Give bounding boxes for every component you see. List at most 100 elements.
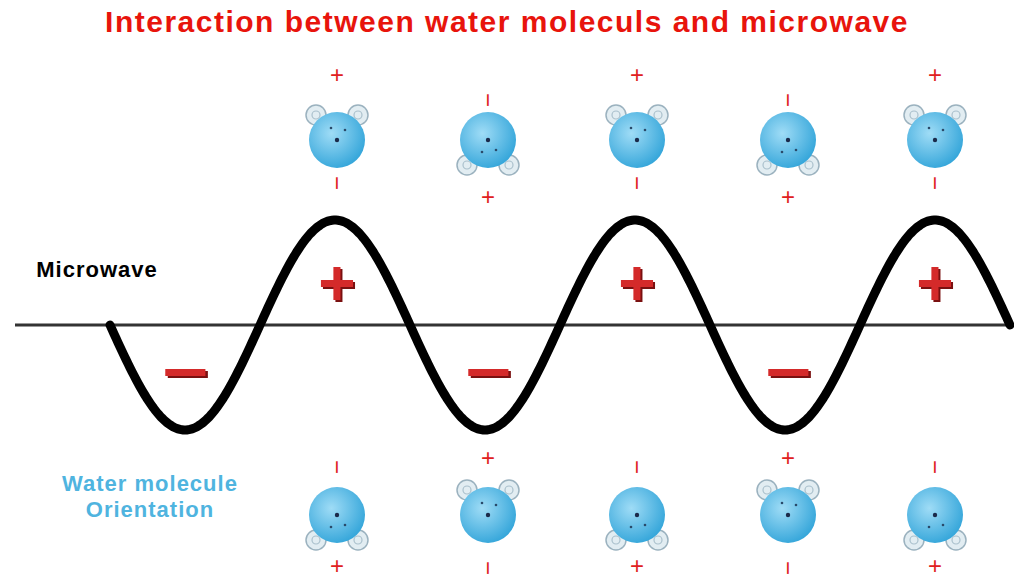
hydrogen-core [952,111,960,119]
electron-dot [630,127,633,130]
electron-dot [330,127,333,130]
row-label: Water molecule Orientation [30,471,270,524]
oxygen-atom [460,112,516,168]
charge-sign: + [781,446,795,470]
oxygen-atom [309,112,365,168]
title: Interaction between water moleculs and m… [105,7,909,37]
water-molecule [904,105,966,168]
electron-dot [781,502,784,505]
electron-dot [495,504,498,507]
hydrogen-core [463,486,471,494]
charge-sign: − [625,176,649,190]
charge-sign: + [481,185,495,209]
oxygen-atom [609,487,665,543]
nucleus-dot [335,513,339,517]
charge-sign: − [923,460,947,474]
charge-sign: − [476,93,500,107]
oxygen-atom [460,487,516,543]
hydrogen-core [763,486,771,494]
hydrogen-core [805,161,813,169]
nucleus-dot [635,138,639,142]
field-sign: − [765,340,812,404]
charge-sign: + [330,554,344,578]
water-molecule [606,105,668,168]
nucleus-dot [635,513,639,517]
microwave-wave [110,220,1010,430]
field-sign: + [318,251,355,315]
electron-dot [942,524,945,527]
electron-dot [344,524,347,527]
charge-sign: + [630,63,644,87]
water-molecule [457,112,519,175]
electron-dot [644,524,647,527]
charge-sign: + [928,63,942,87]
hydrogen-core [354,111,362,119]
charge-sign: − [776,561,800,575]
water-molecule [306,105,368,168]
hydrogen-core [654,111,662,119]
charge-sign: − [776,93,800,107]
oxygen-atom [309,487,365,543]
hydrogen-core [612,111,620,119]
electron-dot [928,127,931,130]
water-molecule [757,112,819,175]
electron-dot [928,526,931,529]
nucleus-dot [486,138,490,142]
electron-dot [481,502,484,505]
nucleus-dot [335,138,339,142]
hydrogen-core [763,161,771,169]
hydrogen-core [312,111,320,119]
electron-dot [644,129,647,132]
hydrogen-core [463,161,471,169]
charge-sign: + [630,554,644,578]
charge-sign: − [325,176,349,190]
hydrogen-core [505,486,513,494]
oxygen-atom [609,112,665,168]
hydrogen-core [910,111,918,119]
electron-dot [795,149,798,152]
charge-sign: + [330,63,344,87]
nucleus-dot [933,513,937,517]
water-molecule [457,480,519,543]
electron-dot [344,129,347,132]
oxygen-atom [760,487,816,543]
charge-sign: − [476,561,500,575]
hydrogen-core [312,536,320,544]
nucleus-dot [786,513,790,517]
electron-dot [495,149,498,152]
electron-dot [630,526,633,529]
hydrogen-core [654,536,662,544]
electron-dot [330,526,333,529]
nucleus-dot [933,138,937,142]
charge-sign: + [928,554,942,578]
electron-dot [781,151,784,154]
water-molecule [904,487,966,550]
charge-sign: − [625,460,649,474]
charge-sign: + [481,446,495,470]
water-molecule [306,487,368,550]
nucleus-dot [786,138,790,142]
wave-label: Microwave [36,259,158,281]
field-sign: − [162,340,209,404]
oxygen-atom [760,112,816,168]
field-sign: − [465,340,512,404]
charge-sign: − [923,176,947,190]
field-sign: + [916,251,953,315]
hydrogen-core [805,486,813,494]
hydrogen-core [910,536,918,544]
water-molecule [606,487,668,550]
hydrogen-core [354,536,362,544]
oxygen-atom [907,487,963,543]
oxygen-atom [907,112,963,168]
hydrogen-core [612,536,620,544]
nucleus-dot [486,513,490,517]
charge-sign: + [781,185,795,209]
electron-dot [795,504,798,507]
electron-dot [481,151,484,154]
electron-dot [942,129,945,132]
field-sign: + [618,251,655,315]
water-molecule [757,480,819,543]
hydrogen-core [505,161,513,169]
hydrogen-core [952,536,960,544]
